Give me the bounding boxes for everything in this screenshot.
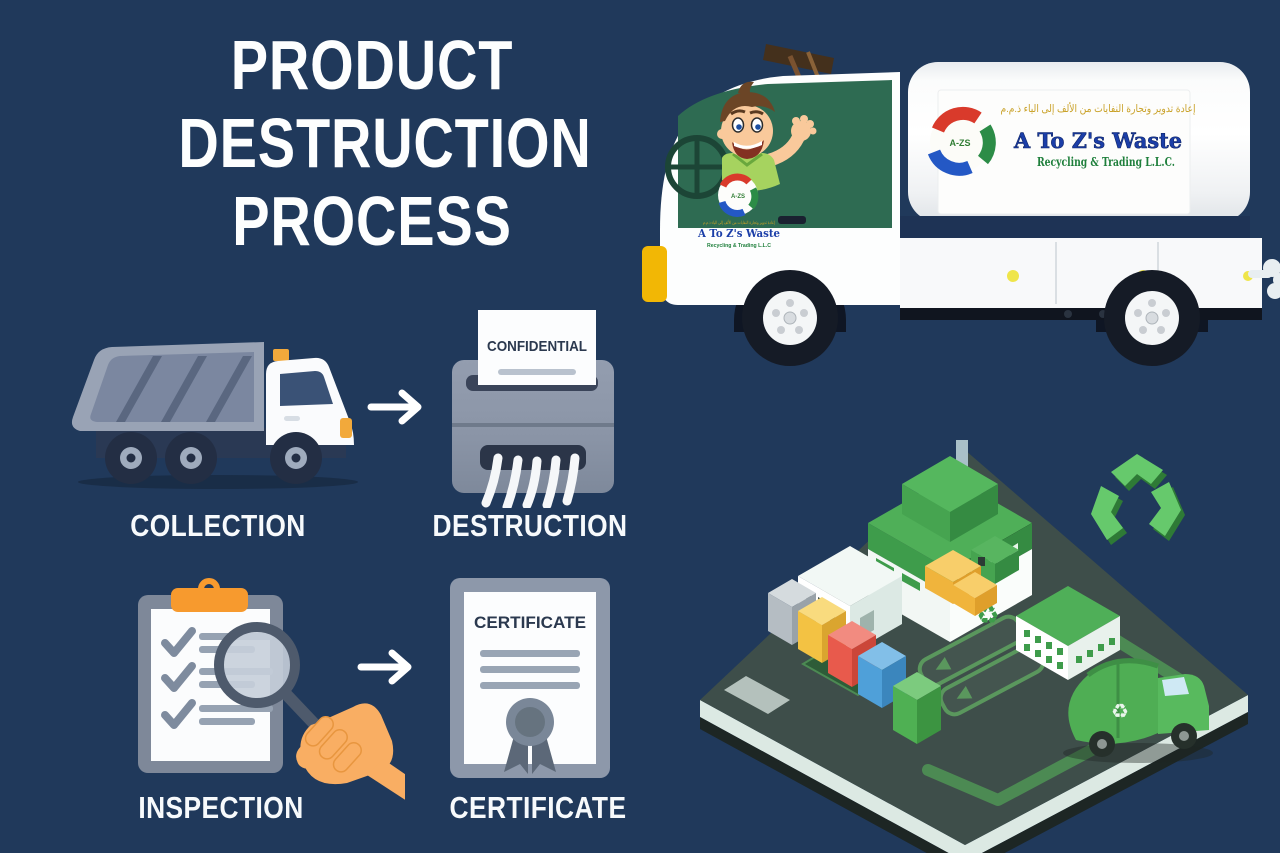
rosette-seal-icon — [504, 698, 556, 774]
warehouse-building — [1016, 586, 1120, 680]
certificate-doc-title: CERTIFICATE — [474, 613, 586, 632]
door-arabic-tagline: إعادة تدوير وتجارة النفايات من الألف إلى… — [703, 218, 776, 226]
title-line-3: PROCESS — [232, 182, 512, 260]
clipboard-magnifier-icon — [138, 578, 405, 800]
door-logo: A-ZS إعادة تدوير وتجارة النفايات من الأل… — [697, 173, 780, 249]
hand-icon — [296, 703, 405, 800]
door-logo-monogram: A-ZS — [731, 194, 745, 200]
company-subtitle: Recycling & Trading L.L.C. — [1037, 155, 1175, 169]
rear-wheel-icon — [1104, 270, 1200, 366]
step-label-collection: COLLECTION — [130, 508, 306, 543]
title-line-2: DESTRUCTION — [178, 104, 592, 182]
company-name: A To Z's Waste — [1013, 128, 1182, 153]
step-label-inspection: INSPECTION — [138, 790, 304, 825]
recycle-arrows-3d-icon — [1091, 454, 1185, 545]
dump-truck-icon — [71, 342, 358, 489]
company-logo-roundel: A-ZS — [927, 106, 996, 176]
crates — [925, 550, 997, 616]
branded-waste-truck-illustration: A-ZS إعادة تدوير وتجارة النفايات من الأل… — [642, 44, 1280, 366]
shredded-strips — [481, 453, 580, 508]
recycling-facility-illustration: ♻ — [700, 440, 1248, 853]
confidential-paper: CONFIDENTIAL — [478, 310, 596, 385]
front-wheel-icon — [742, 270, 838, 366]
arrow-right-icon — [357, 649, 412, 685]
kiosk-building — [971, 536, 1019, 584]
step-label-certificate: CERTIFICATE — [449, 790, 627, 825]
front-marker-light — [642, 246, 667, 302]
exhaust-puff — [1248, 259, 1280, 299]
garbage-truck-icon: ♻ — [1063, 658, 1213, 763]
door-company-name: A To Z's Waste — [697, 227, 780, 240]
arrow-right-icon — [367, 389, 422, 425]
page-title: PRODUCT DESTRUCTION PROCESS — [130, 26, 614, 260]
logo-monogram: A-ZS — [950, 138, 971, 148]
truck-chassis — [900, 238, 1262, 320]
confidential-label: CONFIDENTIAL — [487, 338, 587, 355]
truck-recycle-symbol: ♻ — [1111, 701, 1129, 723]
door-handle — [778, 216, 806, 224]
arabic-tagline: إعادة تدوير وتجارة النفايات من الألف إلى… — [1001, 101, 1196, 115]
step-label-destruction: DESTRUCTION — [432, 508, 628, 543]
paper-shredder-icon: CONFIDENTIAL — [452, 310, 614, 508]
title-line-1: PRODUCT — [230, 26, 514, 104]
door-company-subtitle: Recycling & Trading L.L.C — [707, 243, 771, 249]
recycling-bins — [768, 579, 941, 744]
certificate-icon: CERTIFICATE — [450, 578, 610, 778]
tank-body — [900, 62, 1250, 238]
